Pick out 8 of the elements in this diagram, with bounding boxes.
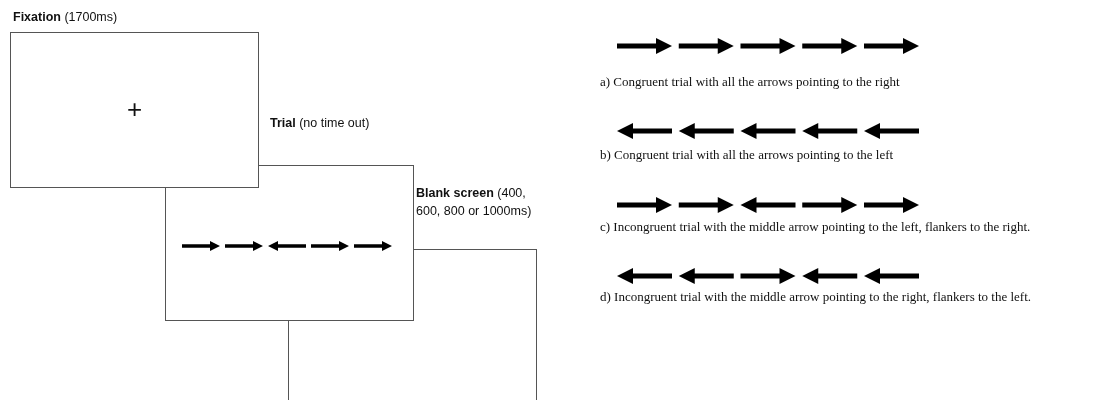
caption-text: b) Congruent trial with all the arrows pointing to the left xyxy=(600,147,894,163)
screen-heading: Fixation (1700ms) xyxy=(13,9,118,26)
screen-heading: Trial (no time out) xyxy=(270,115,370,132)
caption-text: a) Congruent trial with all the arrows pointing to the right xyxy=(600,74,900,90)
caption-text: d) Incongruent trial with the middle arrow pointing to the right, flankers to the left. xyxy=(600,289,1032,305)
fixation-cross: + xyxy=(127,96,143,122)
screen-heading: Blank screen (400, 600, 800 or 1000ms) xyxy=(416,185,533,220)
caption-text: c) Incongruent trial with the middle arrow pointing to the left, flankers to the right. xyxy=(600,219,1031,235)
